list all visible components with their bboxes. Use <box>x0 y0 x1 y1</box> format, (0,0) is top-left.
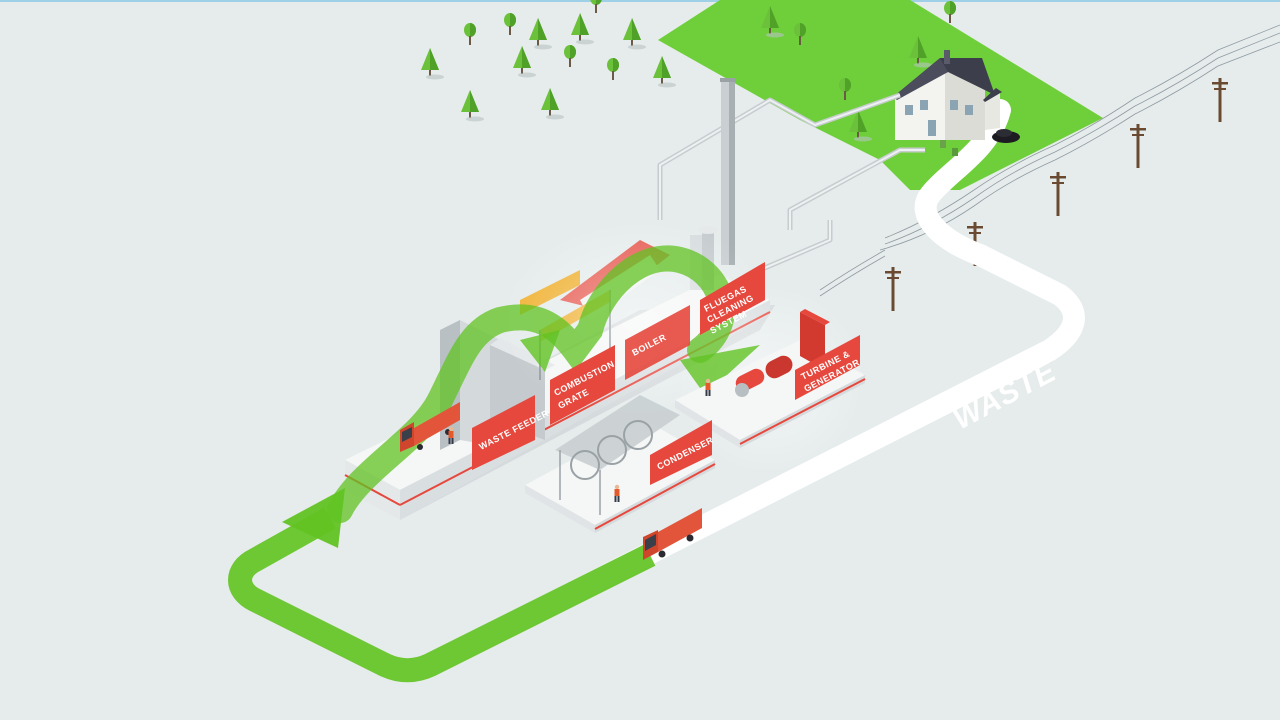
label-boiler: BOILER <box>625 305 690 380</box>
flow-arrow-process <box>327 245 735 523</box>
label-fluegas-cleaning-system: FLUEGAS CLEANING SYSTEM <box>700 262 765 336</box>
chimney-icon <box>720 78 736 265</box>
power-line <box>819 24 1280 297</box>
car-icon <box>992 129 1020 143</box>
turbine-platform: TURBINE & GENERATOR <box>675 309 866 448</box>
pipes <box>657 92 925 273</box>
truck-icon <box>400 402 460 452</box>
truck-icon <box>643 508 702 560</box>
house-icon <box>893 50 1002 156</box>
condenser-platform: CONDENSER <box>525 395 716 533</box>
flow-arrow-road <box>228 507 656 683</box>
